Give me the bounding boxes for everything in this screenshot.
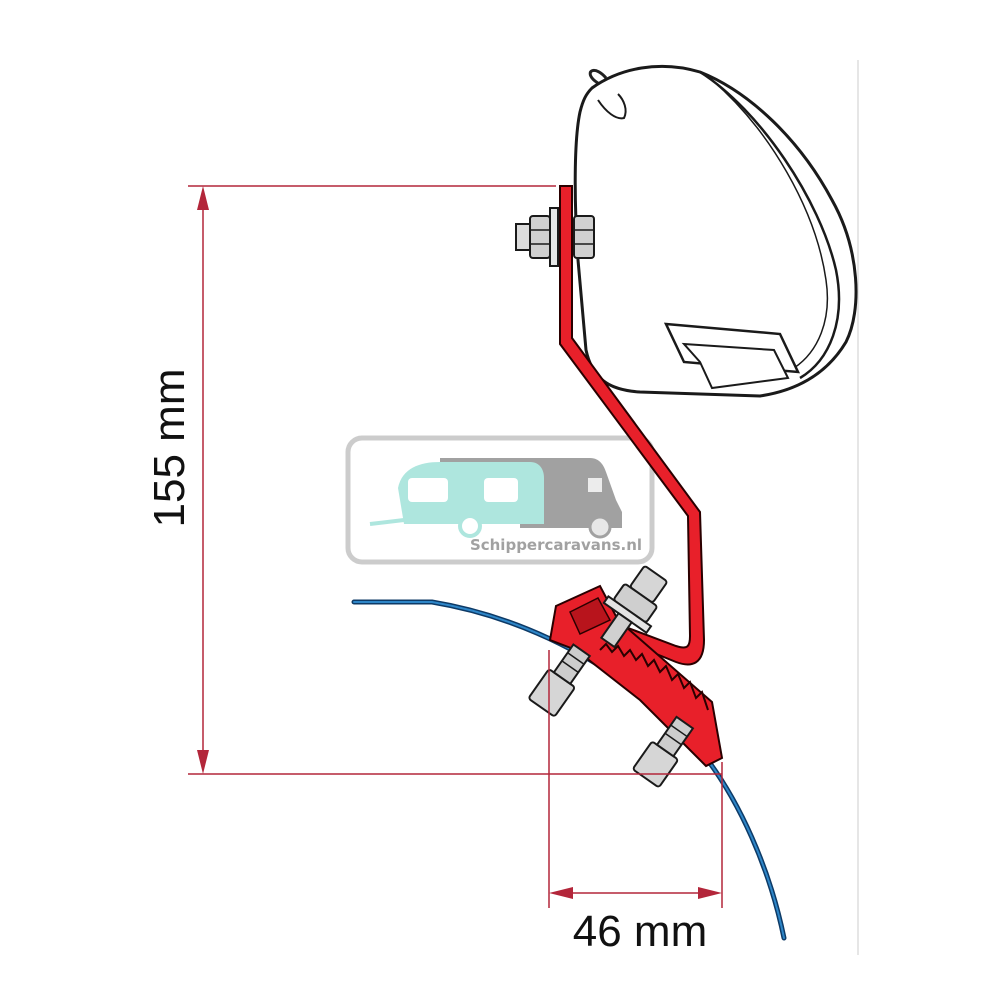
width-arrow-right [698, 887, 722, 899]
width-arrow-left [549, 887, 573, 899]
cassette-bolt [515, 207, 595, 267]
cassette-front-curve-inner [711, 79, 829, 369]
clamp-left-bolt [528, 643, 592, 717]
height-dimension: 155 mm [145, 185, 722, 775]
cassette-handle-inner [681, 342, 790, 390]
clamp-top-bolt-shaft [599, 611, 634, 649]
cassette-bolt-nut-right [573, 215, 595, 259]
clamp-top-bolt [599, 565, 668, 649]
bracket-clamp-teeth [599, 642, 709, 711]
height-arrow-top [197, 186, 209, 210]
clamp-left-bolt-thread [567, 652, 585, 665]
watermark-caravan-drawbar [369, 518, 405, 526]
watermark-caravan-icon [398, 462, 544, 524]
watermark-caravan-wheel [458, 514, 482, 538]
awning-cassette [573, 64, 858, 398]
clamp-right-bolt [632, 715, 695, 788]
clamp-right-bolt-shaft [655, 715, 695, 758]
cassette-front-curve [699, 70, 841, 380]
bracket-clamp-shade [569, 597, 612, 635]
cassette-bolt-nut-left [529, 215, 551, 259]
cassette-body [573, 64, 858, 398]
clamp-right-bolt-thread-2 [664, 732, 682, 746]
watermark-text: Schippercaravans.nl [470, 536, 642, 554]
cassette-hook-curve [597, 93, 627, 120]
height-label: 155 mm [145, 369, 194, 528]
watermark-caravan-window-left [408, 478, 448, 502]
watermark: Schippercaravans.nl [345, 435, 655, 565]
watermark-caravan-window-right [484, 478, 518, 502]
clamp-left-bolt-shaft [552, 643, 592, 686]
clamp-left-bolt-thread-2 [561, 660, 579, 674]
watermark-camper-window [588, 478, 602, 492]
width-label: 46 mm [573, 907, 707, 956]
clamp-right-bolt-thread [670, 724, 688, 738]
height-arrow-bottom [197, 750, 209, 774]
width-dimension: 46 mm [548, 650, 723, 956]
cassette-bolt-washer [549, 207, 559, 267]
watermark-camper-wheel [588, 515, 612, 539]
